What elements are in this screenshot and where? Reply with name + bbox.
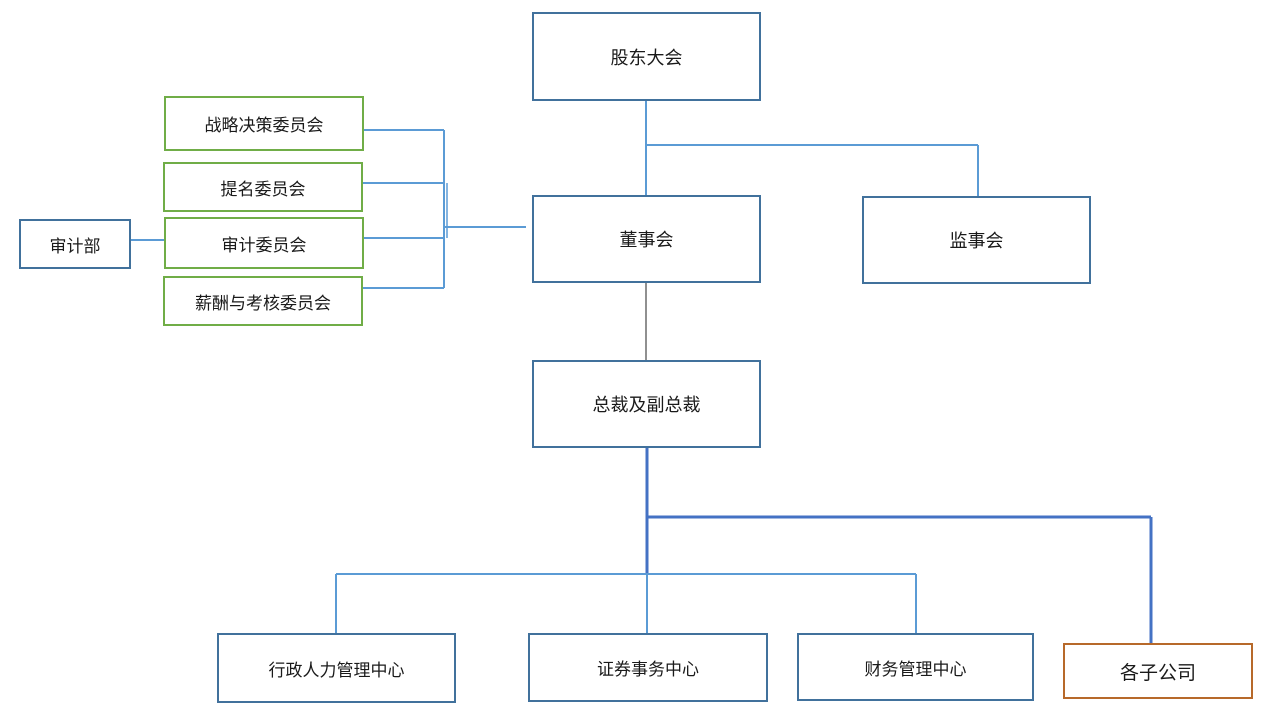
finance-center-box: 财务管理中心	[797, 633, 1034, 701]
audit-department-label: 审计部	[49, 236, 101, 257]
board-of-supervisors-label: 监事会	[949, 231, 1004, 252]
shareholders-meeting-label: 股东大会	[610, 47, 683, 69]
nomination-committee-label: 提名委员会	[220, 179, 306, 200]
compensation-committee-box: 薪酬与考核委员会	[163, 276, 363, 326]
strategy-committee-label: 战略决策委员会	[204, 116, 324, 136]
subsidiaries-label: 各子公司	[1119, 661, 1196, 684]
audit-department-box: 审计部	[19, 219, 131, 269]
shareholders-meeting-box: 股东大会	[532, 12, 761, 101]
securities-affairs-center-box: 证券事务中心	[528, 633, 768, 702]
subsidiaries-box: 各子公司	[1063, 643, 1253, 699]
admin-hr-center-box: 行政人力管理中心	[217, 633, 456, 703]
president-box: 总裁及副总裁	[532, 360, 761, 448]
board-of-supervisors-box: 监事会	[862, 196, 1091, 284]
nomination-committee-box: 提名委员会	[163, 162, 363, 212]
audit-committee-box: 审计委员会	[164, 217, 364, 269]
audit-committee-label: 审计委员会	[221, 235, 307, 256]
finance-center-label: 财务管理中心	[864, 659, 967, 680]
board-of-directors-label: 董事会	[619, 230, 674, 251]
board-of-directors-box: 董事会	[532, 195, 761, 283]
securities-affairs-center-label: 证券事务中心	[597, 660, 699, 680]
president-label: 总裁及副总裁	[592, 395, 701, 416]
admin-hr-center-label: 行政人力管理中心	[268, 660, 405, 681]
strategy-committee-box: 战略决策委员会	[164, 96, 364, 151]
compensation-committee-label: 薪酬与考核委员会	[195, 293, 331, 314]
